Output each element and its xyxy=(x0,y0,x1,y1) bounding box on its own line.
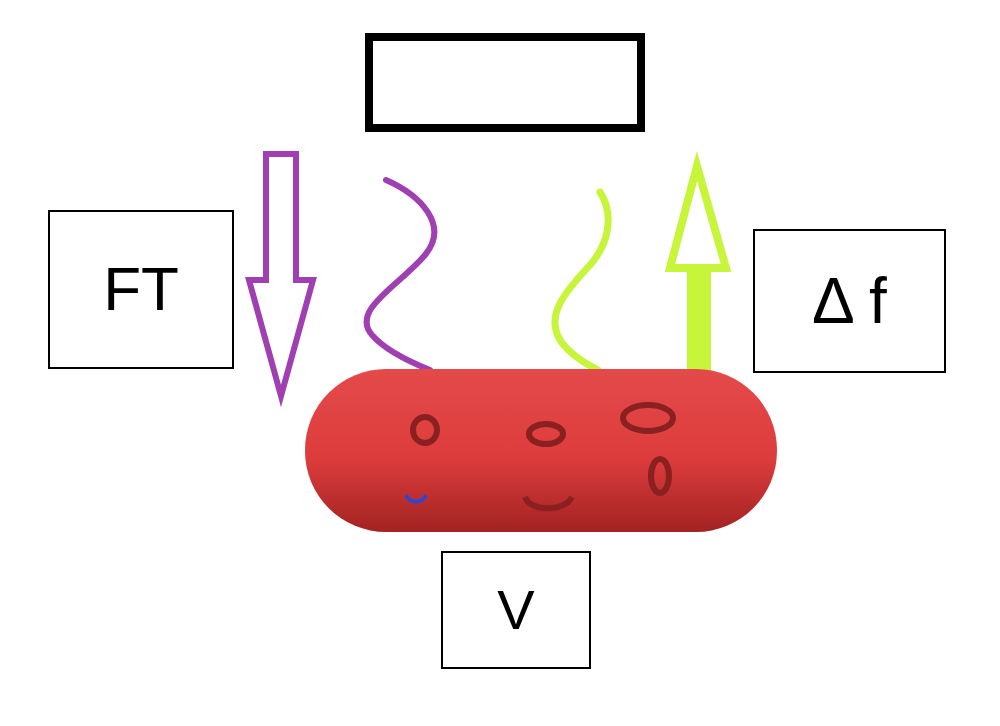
green-arrow-head xyxy=(670,166,726,268)
green-wave xyxy=(555,192,608,370)
empty-box xyxy=(369,37,641,128)
box-label: Δ f xyxy=(812,266,887,336)
green-arrow-shaft xyxy=(687,268,711,373)
purple-arrow xyxy=(249,154,313,396)
label-box: Δ f xyxy=(753,229,946,373)
cell-organelles xyxy=(413,405,673,508)
blue-mark xyxy=(406,495,426,502)
box-label: FT xyxy=(103,255,179,323)
label-box: FT xyxy=(48,210,234,369)
label-box: V xyxy=(441,551,591,669)
bacterium-cell xyxy=(305,369,777,532)
box-label: V xyxy=(497,579,534,641)
purple-wave xyxy=(367,180,435,370)
